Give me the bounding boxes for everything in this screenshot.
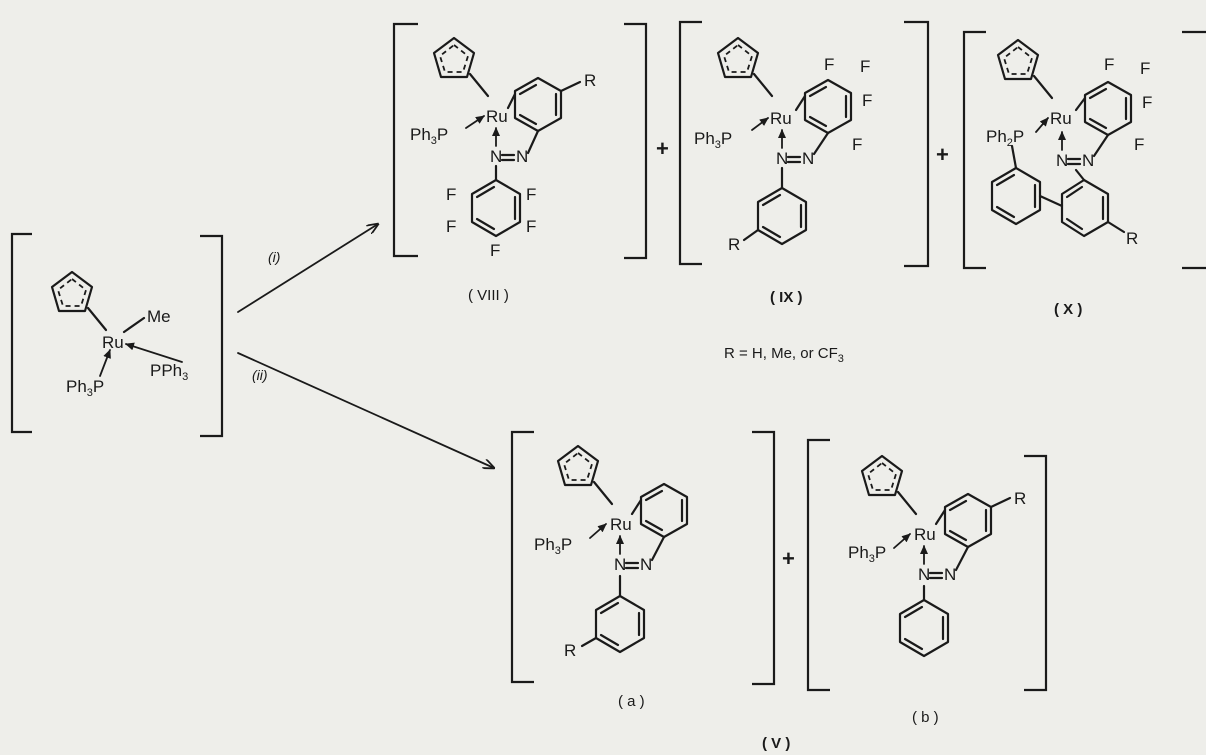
label-v-group: ( V ): [762, 735, 790, 752]
svg-text:Ph2P: Ph2P: [986, 127, 1024, 149]
plus-sign: +: [782, 546, 795, 571]
svg-text:N: N: [944, 565, 956, 584]
fluorine: F: [490, 241, 500, 260]
plus-sign: +: [936, 142, 949, 167]
svg-text:F: F: [852, 135, 862, 154]
svg-text:F: F: [1140, 59, 1150, 78]
svg-text:N: N: [614, 555, 626, 574]
fluorine: F: [446, 185, 456, 204]
svg-text:N: N: [918, 565, 930, 584]
me-label: Me: [147, 307, 171, 326]
product-vb: Ru R Ph3P N N ( b ): [806, 438, 1048, 726]
ru-atom: Ru: [102, 333, 124, 352]
svg-text:N: N: [1056, 151, 1068, 170]
svg-text:Ru: Ru: [770, 109, 792, 128]
svg-text:R: R: [728, 235, 740, 254]
svg-text:Ph3P: Ph3P: [410, 125, 448, 147]
bracket-left: [10, 232, 32, 434]
product-x: Ru F F F F Ph2P N N R ( X ): [962, 30, 1206, 318]
svg-text:Ph3P: Ph3P: [534, 535, 572, 557]
ph3p-label: Ph3P: [66, 377, 104, 399]
label-vb: ( b ): [912, 709, 939, 726]
label-x: ( X ): [1054, 301, 1082, 318]
product-ix: Ru F F F F Ph3P N N R ( IX ): [678, 20, 930, 306]
product-va: Ru Ph3P N N R ( a ): [510, 430, 776, 710]
plus-sign: +: [656, 136, 669, 161]
svg-text:N: N: [516, 147, 528, 166]
bracket-right: [200, 234, 224, 438]
svg-text:F: F: [1134, 135, 1144, 154]
pph3-label: PPh3: [150, 361, 188, 383]
arrow-i: (i): [237, 224, 378, 313]
svg-text:F: F: [862, 91, 872, 110]
arrow-i-label: (i): [268, 249, 280, 265]
svg-text:N: N: [490, 147, 502, 166]
label-va: ( a ): [618, 693, 645, 710]
fluorine: F: [446, 217, 456, 236]
svg-text:F: F: [824, 55, 834, 74]
svg-text:N: N: [776, 149, 788, 168]
label-viii: ( VIII ): [468, 287, 509, 304]
svg-text:N: N: [802, 149, 814, 168]
svg-text:R: R: [564, 641, 576, 660]
svg-text:F: F: [1142, 93, 1152, 112]
substituent-r: R: [584, 71, 596, 90]
svg-text:N: N: [640, 555, 652, 574]
svg-text:R: R: [1126, 229, 1138, 248]
svg-text:Ru: Ru: [486, 107, 508, 126]
svg-text:Ph3P: Ph3P: [848, 543, 886, 565]
fluorine: F: [526, 217, 536, 236]
product-viii: Ru R Ph3P N N F F F F F ( VIII ): [392, 22, 648, 304]
svg-text:Ru: Ru: [914, 525, 936, 544]
svg-text:N: N: [1082, 151, 1094, 170]
arrow-ii: (ii): [237, 352, 494, 468]
svg-text:F: F: [1104, 55, 1114, 74]
svg-text:F: F: [860, 57, 870, 76]
svg-text:R: R: [1014, 489, 1026, 508]
svg-text:Ph3P: Ph3P: [694, 129, 732, 151]
r-definition: R = H, Me, or CF3: [724, 345, 844, 365]
svg-text:Ru: Ru: [610, 515, 632, 534]
arrow-ii-label: (ii): [252, 367, 268, 383]
fluorine: F: [526, 185, 536, 204]
svg-text:Ru: Ru: [1050, 109, 1072, 128]
starting-complex: Ru Me PPh3 Ph3P: [10, 232, 224, 438]
cyclopentadienyl-ring: [50, 270, 94, 313]
label-ix: ( IX ): [770, 289, 803, 306]
